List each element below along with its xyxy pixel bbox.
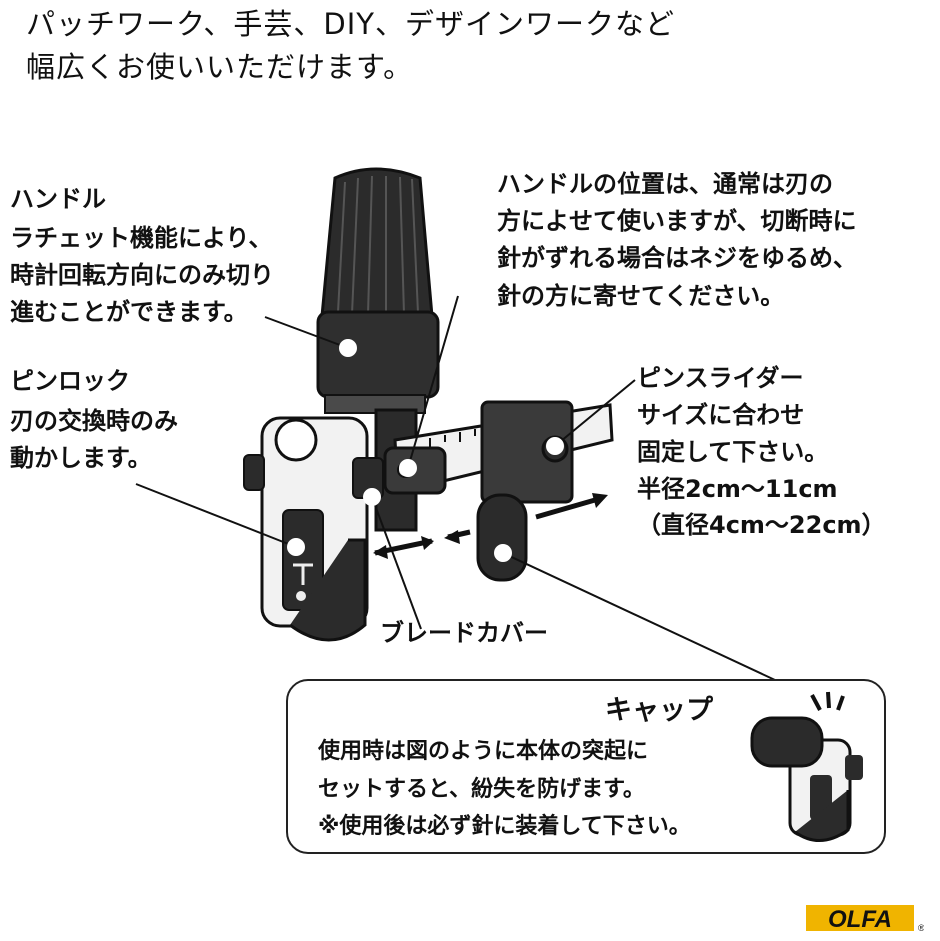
position-note-line-1: ハンドルの位置は、通常は刃の	[497, 170, 833, 198]
olfa-logo-text: OLFA	[828, 906, 892, 933]
pinlock-text-line-2: 動かします。	[10, 444, 152, 472]
cap-text-line-1: 使用時は図のように本体の突起に	[318, 739, 649, 764]
pin-slider-text-line-1: サイズに合わせ	[637, 401, 805, 429]
handle-text-line-2: 時計回転方向にのみ切り	[10, 261, 274, 289]
cap-text-line-2: セットすると、紛失を防げます。	[318, 777, 645, 802]
registered-mark: ®	[918, 923, 924, 933]
olfa-logo-background	[806, 905, 914, 931]
pin-slider-text-line-2: 固定して下さい。	[637, 438, 829, 466]
position-note-line-3: 針がずれる場合はネジをゆるめ、	[497, 244, 857, 272]
headline-line-2: 幅広くお使いいただけます。	[26, 50, 414, 84]
leader-lines	[135, 295, 776, 681]
movement-arrows	[373, 493, 608, 559]
handle-title: ハンドル	[10, 185, 106, 213]
pin-slider-text-line-4: （直径4cm〜22cm）	[637, 511, 886, 539]
pin-slider-title: ピンスライダー	[637, 364, 804, 392]
leader-dots	[287, 339, 564, 562]
position-note-line-2: 方によせて使いますが、切断時に	[497, 207, 857, 235]
pin-slider-text-line-3: 半径2cm〜11cm	[637, 475, 838, 503]
handle-text-line-1: ラチェット機能により、	[10, 224, 273, 252]
handle-text-line-3: 進むことができます。	[10, 298, 248, 326]
pinlock-title: ピンロック	[10, 367, 130, 395]
position-note-line-4: 針の方に寄せてください。	[497, 282, 785, 310]
pin-slider	[476, 400, 574, 582]
cap-illustration	[750, 691, 863, 842]
pinlock-text-line-1: 刃の交換時のみ	[10, 407, 178, 435]
cap-info-box	[286, 679, 886, 854]
olfa-logo: OLFA ®	[806, 905, 924, 933]
cap-text-line-3: ※使用後は必ず針に装着して下さい。	[318, 814, 691, 839]
blade-cover-label: ブレードカバー	[380, 619, 548, 647]
cap-title: キャップ	[605, 695, 713, 726]
headline-line-1: パッチワーク、手芸、DIY、デザインワークなど	[26, 7, 675, 41]
blade-holder	[243, 416, 384, 642]
